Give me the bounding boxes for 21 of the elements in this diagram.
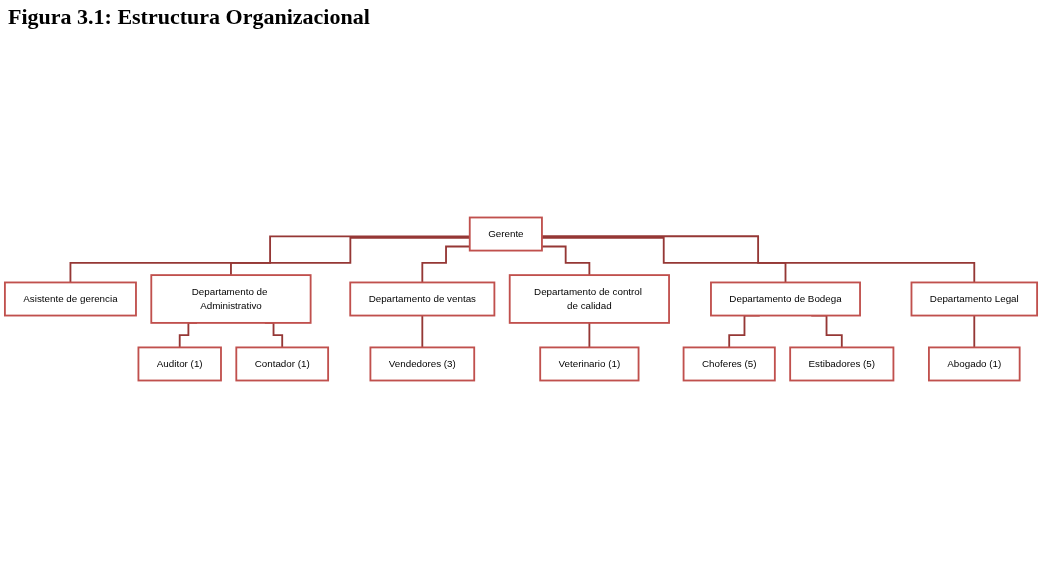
connector xyxy=(541,236,787,284)
node-box: Vendedores (3) xyxy=(369,346,476,382)
node-box: Choferes (5) xyxy=(682,346,776,382)
connector xyxy=(541,235,976,284)
connector xyxy=(588,321,591,349)
node-box: Departamento de Administrativo xyxy=(150,274,312,324)
figure-title: Figura 3.1: Estructura Organizacional xyxy=(7,3,371,31)
node-box: Auditor (1) xyxy=(137,346,222,382)
node-box: Veterinario (1) xyxy=(539,346,640,382)
node-box: Departamento Legal xyxy=(910,281,1038,317)
node-box: Asistente de gerencia xyxy=(4,281,137,317)
node-box: Estibadores (5) xyxy=(789,346,895,382)
node-box: Abogado (1) xyxy=(928,346,1021,382)
node-box: Departamento de ventas xyxy=(349,281,496,317)
node-box: Contador (1) xyxy=(235,346,330,382)
connector xyxy=(541,245,591,277)
node-box: Departamento de Bodega xyxy=(710,281,861,317)
connector xyxy=(973,314,976,349)
node-box: Departamento de control de calidad xyxy=(508,274,670,324)
node-box: Gerente xyxy=(468,216,543,252)
connector xyxy=(421,314,424,349)
